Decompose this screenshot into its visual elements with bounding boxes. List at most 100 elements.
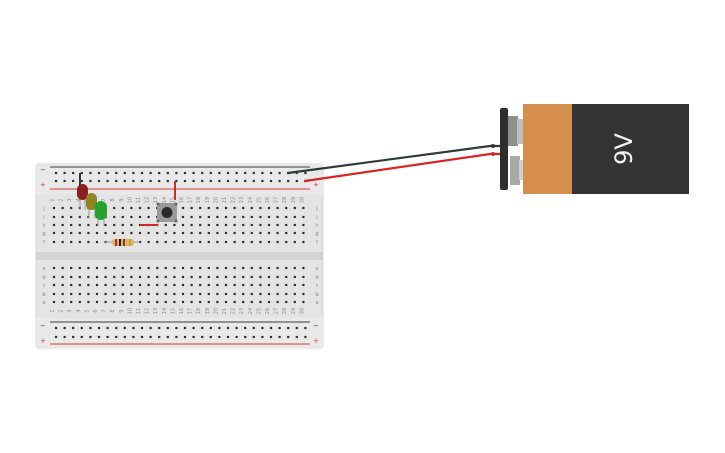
power-rail-hole[interactable]	[166, 179, 169, 183]
power-rail-hole[interactable]	[72, 171, 75, 175]
terminal-hole[interactable]	[61, 206, 64, 210]
terminal-hole[interactable]	[259, 240, 262, 244]
terminal-hole[interactable]	[147, 266, 150, 270]
power-rail-hole[interactable]	[97, 179, 101, 183]
power-rail-hole[interactable]	[115, 326, 118, 330]
terminal-hole[interactable]	[87, 223, 90, 227]
power-rail-hole[interactable]	[218, 326, 221, 330]
terminal-hole[interactable]	[113, 223, 116, 227]
power-rail-hole[interactable]	[97, 326, 101, 330]
terminal-hole[interactable]	[199, 223, 202, 227]
terminal-hole[interactable]	[113, 275, 116, 279]
terminal-hole[interactable]	[276, 266, 279, 270]
terminal-hole[interactable]	[173, 292, 176, 296]
terminal-hole[interactable]	[293, 266, 296, 270]
power-rail-hole[interactable]	[201, 179, 204, 183]
terminal-hole[interactable]	[173, 231, 176, 235]
power-rail-hole[interactable]	[295, 179, 298, 183]
terminal-hole[interactable]	[276, 283, 279, 287]
terminal-hole[interactable]	[302, 275, 305, 279]
terminal-hole[interactable]	[156, 283, 159, 287]
terminal-hole[interactable]	[259, 292, 262, 296]
terminal-hole[interactable]	[78, 215, 81, 219]
terminal-hole[interactable]	[61, 215, 64, 219]
terminal-hole[interactable]	[70, 266, 73, 270]
terminal-hole[interactable]	[181, 231, 185, 235]
terminal-hole[interactable]	[164, 275, 167, 279]
terminal-hole[interactable]	[130, 300, 133, 304]
terminal-hole[interactable]	[267, 231, 271, 235]
terminal-hole[interactable]	[276, 206, 279, 210]
power-rail-hole[interactable]	[269, 326, 273, 330]
terminal-hole[interactable]	[121, 266, 124, 270]
power-rail-hole[interactable]	[149, 335, 152, 339]
terminal-hole[interactable]	[61, 231, 64, 235]
terminal-hole[interactable]	[207, 283, 210, 287]
terminal-hole[interactable]	[233, 240, 236, 244]
terminal-hole[interactable]	[285, 266, 288, 270]
terminal-hole[interactable]	[293, 223, 296, 227]
red-led[interactable]	[77, 184, 88, 210]
terminal-hole[interactable]	[104, 283, 107, 287]
power-rail-hole[interactable]	[175, 171, 178, 175]
power-rail-hole[interactable]	[218, 171, 221, 175]
terminal-hole[interactable]	[70, 231, 73, 235]
terminal-hole[interactable]	[113, 283, 116, 287]
terminal-hole[interactable]	[104, 292, 107, 296]
power-rail-hole[interactable]	[295, 326, 298, 330]
power-rail-hole[interactable]	[244, 171, 247, 175]
power-rail-hole[interactable]	[261, 171, 264, 175]
terminal-hole[interactable]	[259, 231, 262, 235]
power-rail-hole[interactable]	[89, 326, 92, 330]
terminal-hole[interactable]	[130, 223, 133, 227]
power-rail-hole[interactable]	[304, 326, 307, 330]
terminal-hole[interactable]	[224, 275, 228, 279]
terminal-hole[interactable]	[302, 215, 305, 219]
terminal-hole[interactable]	[302, 231, 305, 235]
terminal-hole[interactable]	[250, 266, 253, 270]
power-rail-hole[interactable]	[218, 179, 221, 183]
pushbutton[interactable]	[156, 202, 178, 223]
power-rail-hole[interactable]	[140, 179, 144, 183]
terminal-hole[interactable]	[250, 240, 253, 244]
terminal-hole[interactable]	[250, 231, 253, 235]
terminal-hole[interactable]	[138, 215, 142, 219]
terminal-hole[interactable]	[242, 240, 245, 244]
terminal-hole[interactable]	[276, 223, 279, 227]
terminal-hole[interactable]	[242, 283, 245, 287]
terminal-hole[interactable]	[216, 240, 219, 244]
terminal-hole[interactable]	[207, 292, 210, 296]
terminal-hole[interactable]	[224, 300, 228, 304]
terminal-hole[interactable]	[113, 292, 116, 296]
power-rail-hole[interactable]	[226, 326, 230, 330]
terminal-hole[interactable]	[276, 215, 279, 219]
terminal-hole[interactable]	[224, 292, 228, 296]
terminal-hole[interactable]	[147, 275, 150, 279]
terminal-hole[interactable]	[113, 300, 116, 304]
terminal-hole[interactable]	[121, 300, 124, 304]
power-rail-hole[interactable]	[132, 179, 135, 183]
terminal-hole[interactable]	[130, 292, 133, 296]
power-rail-hole[interactable]	[115, 335, 118, 339]
terminal-hole[interactable]	[70, 240, 73, 244]
power-rail-hole[interactable]	[244, 179, 247, 183]
terminal-hole[interactable]	[113, 266, 116, 270]
terminal-hole[interactable]	[95, 283, 99, 287]
terminal-hole[interactable]	[52, 231, 56, 235]
terminal-hole[interactable]	[173, 266, 176, 270]
power-rail-hole[interactable]	[201, 326, 204, 330]
terminal-hole[interactable]	[52, 292, 56, 296]
terminal-hole[interactable]	[156, 292, 159, 296]
terminal-hole[interactable]	[224, 283, 228, 287]
power-rail-hole[interactable]	[183, 335, 187, 339]
terminal-hole[interactable]	[216, 215, 219, 219]
terminal-hole[interactable]	[181, 240, 185, 244]
power-rail-hole[interactable]	[97, 335, 101, 339]
power-rail-hole[interactable]	[158, 171, 161, 175]
pushbutton-cap[interactable]	[161, 207, 173, 218]
terminal-hole[interactable]	[267, 292, 271, 296]
terminal-hole[interactable]	[61, 223, 64, 227]
terminal-hole[interactable]	[78, 231, 81, 235]
terminal-hole[interactable]	[285, 215, 288, 219]
terminal-hole[interactable]	[147, 240, 150, 244]
